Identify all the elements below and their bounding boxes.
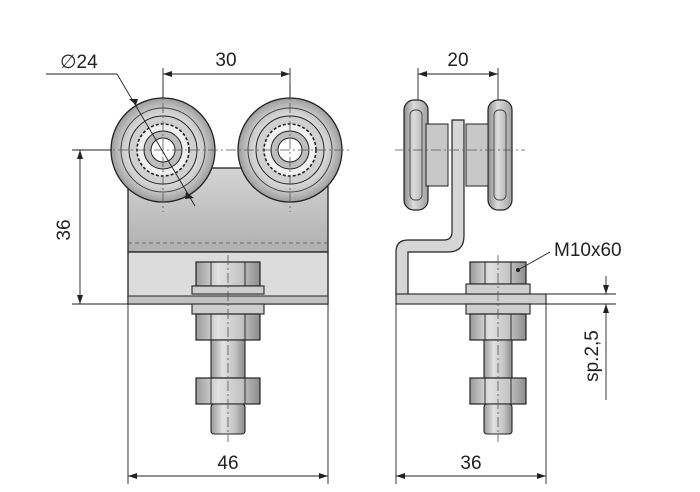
dim-thickness-arrows — [603, 285, 609, 313]
dim-plate-thickness: sp.2,5 — [582, 330, 603, 382]
dim-roller-spacing: 30 — [215, 50, 236, 71]
bolt-label-leader — [517, 251, 551, 271]
bolt-label-leader-dot — [516, 268, 520, 272]
side-view — [395, 99, 547, 442]
bolt-spec: M10x60 — [554, 240, 622, 261]
dim-side-width: 20 — [447, 50, 468, 71]
dim-height: 36 — [54, 219, 75, 240]
front-view — [100, 85, 350, 442]
dim-diameter-leader-diagonal — [116, 73, 196, 207]
dim-diameter-arrow-top — [129, 99, 138, 105]
dim-20-arrows — [418, 71, 498, 77]
side-dimensions: 20 M10x60 36 sp.2,5 — [395, 50, 622, 484]
side-wheel-right — [465, 99, 513, 211]
side-wheel-left — [403, 99, 449, 211]
side-base-plate — [395, 293, 547, 305]
dim-side-depth: 36 — [460, 453, 481, 474]
dim-diameter-arrow-bottom — [185, 192, 194, 199]
dim-roller-diameter: ∅24 — [60, 52, 98, 73]
dim-base-width: 46 — [217, 453, 238, 474]
front-dimensions: 30 ∅24 36 46 — [46, 50, 329, 484]
side-l-bracket — [395, 119, 465, 297]
